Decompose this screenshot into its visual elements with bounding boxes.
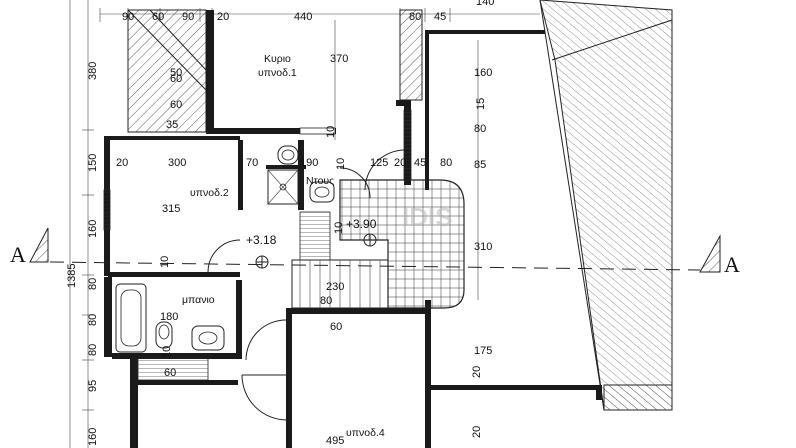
bathtub <box>115 283 147 353</box>
dim-left-5: 80 <box>87 314 99 326</box>
dim-left-7: 95 <box>87 380 99 392</box>
dim-inner-13: 15 <box>475 98 487 110</box>
room-label-bed2: υπνοδ.2 <box>190 187 229 199</box>
tiled-balcony <box>339 179 465 309</box>
dim-inner-19: 315 <box>162 203 180 215</box>
dim-top-3: 20 <box>217 11 229 23</box>
dim-inner-6: 70 <box>246 157 258 169</box>
room-label-bath: μπανιο <box>182 294 215 306</box>
dim-inner-25: 310 <box>474 241 492 253</box>
dim-inner-20: 10 <box>159 256 171 268</box>
level-text-2: +3.90 <box>346 217 377 231</box>
dim-inner-8: 10 <box>335 158 347 170</box>
dim-left-2: 160 <box>87 220 99 238</box>
room-label-shower: Ντους <box>306 175 334 187</box>
hatched-stairs-left <box>127 9 207 133</box>
dim-inner-18: 300 <box>168 157 186 169</box>
watermark: IDIS <box>402 202 453 232</box>
dim-inner-1: 10 <box>325 126 337 138</box>
toilet-upper <box>277 145 299 165</box>
section-label-right: A <box>724 252 740 277</box>
dim-inner-31: 20 <box>471 426 483 438</box>
dim-inner-2: 35 <box>166 119 178 131</box>
dim-left-4: 80 <box>87 278 99 290</box>
dim-inner-22: 230 <box>326 281 344 293</box>
dim-inner-29: 175 <box>474 345 492 357</box>
dim-inner-21: 10 <box>333 222 345 234</box>
dim-left-6: 80 <box>87 344 99 356</box>
dim-inner-10: 20 <box>394 157 406 169</box>
section-label-left: A <box>10 242 26 267</box>
sink-upper <box>309 181 335 203</box>
dim-inner-32: 495 <box>326 435 344 447</box>
hatched-stairs-right <box>399 9 423 101</box>
sink-bath <box>191 325 225 351</box>
window-top-1 <box>299 127 336 135</box>
dim-left-1: 150 <box>87 154 99 172</box>
section-mark-left <box>29 227 49 263</box>
roof-slope-hatch <box>539 0 673 411</box>
dim-inner-30: 20 <box>471 366 483 378</box>
dim-inner-17: 20 <box>116 157 128 169</box>
level-text-1: +3.18 <box>246 233 277 247</box>
room-label-master: Κυριο <box>264 53 291 65</box>
level-marker-2 <box>363 233 377 247</box>
shower-tray <box>267 169 299 205</box>
window-bottom-1 <box>137 357 209 381</box>
dim-inner-27: 60 <box>164 367 176 379</box>
toilet-bath <box>155 321 173 349</box>
section-line <box>49 261 701 271</box>
dim-top-7: 140 <box>476 0 494 8</box>
dim-inner-3: 60 <box>170 73 182 85</box>
room-label-master-sub: υπνοδ.1 <box>258 67 297 79</box>
dim-inner-23: 80 <box>320 295 332 307</box>
dim-inner-12: 80 <box>440 157 452 169</box>
window-left-1 <box>103 189 111 231</box>
room-label-bed4: υπνοδ.4 <box>346 427 385 439</box>
level-marker-1 <box>255 255 269 269</box>
dim-inner-9: 125 <box>370 157 388 169</box>
dim-inner-16: 160 <box>474 67 492 79</box>
dim-inner-24: 180 <box>160 311 178 323</box>
window-right-1 <box>403 109 412 181</box>
dim-left-8: 160 <box>87 428 99 446</box>
dim-inner-5: 50 <box>170 67 182 79</box>
dim-inner-4: 60 <box>170 99 182 111</box>
dim-left-0: 380 <box>87 62 99 80</box>
stair-steps <box>291 211 389 309</box>
dim-inner-7: 190 <box>300 157 318 169</box>
dim-left-3: 1385 <box>66 264 78 288</box>
dim-inner-26: 60 <box>330 321 342 333</box>
door-swings <box>207 149 406 421</box>
dim-inner-11: 45 <box>414 157 426 169</box>
dim-inner-0: 370 <box>330 53 348 65</box>
section-mark-right <box>699 234 721 273</box>
dim-top-6: 45 <box>434 11 446 23</box>
dim-inner-28: 10 <box>161 346 173 358</box>
dim-inner-15: 85 <box>474 159 486 171</box>
dim-inner-14: 80 <box>474 123 486 135</box>
dim-top-4: 440 <box>294 11 312 23</box>
